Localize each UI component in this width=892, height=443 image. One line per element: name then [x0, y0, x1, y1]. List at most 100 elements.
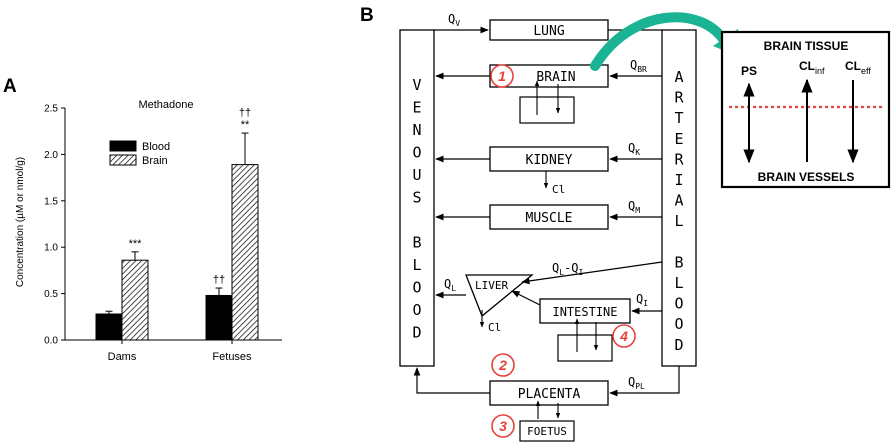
svg-text:3: 3: [499, 418, 507, 434]
placenta-label: PLACENTA: [518, 387, 581, 402]
arterial-label-letter: O: [674, 315, 683, 333]
panel-a-letter: A: [3, 76, 17, 97]
venous-label-letter: S: [412, 189, 421, 207]
arterial-label-letter: A: [674, 68, 683, 86]
ps-label: PS: [741, 64, 757, 78]
intestine-label: INTESTINE: [552, 305, 617, 319]
foetus-box: [519, 420, 575, 442]
placenta-inflow-arrow: [609, 366, 680, 397]
venous-label-letter: O: [412, 279, 421, 297]
liver-label: LIVER: [475, 279, 508, 292]
cl-inf-label: CLinf: [799, 59, 825, 76]
y-tick-label: 1.5: [44, 196, 58, 207]
x-tick-label: Dams: [108, 351, 137, 363]
svg-text:2: 2: [498, 357, 507, 373]
flow-qbr: QBR: [630, 58, 647, 74]
venous-label-letter: N: [412, 121, 421, 139]
brain-label: BRAIN: [536, 70, 575, 85]
placenta-box: [489, 380, 609, 406]
brain-inset-box: [720, 30, 891, 189]
legend-swatch-blood: [109, 140, 137, 152]
kidney-label: KIDNEY: [526, 153, 573, 168]
flow-qi: QI: [636, 292, 648, 308]
placenta-outflow-arrow: [413, 367, 490, 394]
flow-ql-qi: QL-QI: [552, 261, 584, 277]
significance-annotation: ***: [129, 238, 143, 250]
marker-1: 1: [490, 64, 514, 88]
venous-label-letter: O: [412, 144, 421, 162]
flow-qpl: QPL: [628, 375, 645, 391]
significance-annotation: **: [241, 119, 250, 131]
arterial-label-letter: A: [674, 192, 683, 210]
svg-text:1: 1: [498, 68, 506, 84]
bar-brain-dams: [121, 259, 149, 341]
y-tick-label: 2.5: [44, 104, 58, 115]
cl-eff-label: CLeff: [845, 59, 871, 76]
legend-swatch-brain: [109, 154, 137, 166]
intestine-sub-compartment: [557, 334, 613, 362]
brain-vessels-label: BRAIN VESSELS: [758, 170, 855, 184]
venous-label-letter: U: [412, 166, 421, 184]
significance-annotation: ††: [213, 274, 225, 286]
lung-label: LUNG: [533, 24, 564, 39]
legend-label-brain: Brain: [142, 155, 168, 167]
venous-label-letter: E: [412, 99, 421, 117]
marker-2: 2: [491, 353, 515, 377]
liver-clearance-label: Cl: [488, 321, 501, 334]
brain-sub-compartment: [519, 96, 575, 124]
y-tick-label: 1.0: [44, 243, 58, 254]
intestine-box: [539, 298, 631, 324]
marker-3: 3: [491, 414, 515, 438]
venous-label-letter: L: [412, 256, 421, 274]
brain-tissue-label: BRAIN TISSUE: [764, 39, 849, 53]
arterial-label-letter: L: [674, 212, 683, 230]
zoom-arrow: [590, 12, 730, 71]
flow-qk: QK: [628, 141, 640, 157]
portal-vein-arrow: [511, 290, 541, 306]
arterial-label-letter: R: [674, 150, 684, 168]
arterial-label-letter: I: [674, 171, 683, 189]
y-tick-label: 2.0: [44, 150, 58, 161]
significance-annotation: ††: [239, 107, 251, 119]
chart-bars: ***††**††: [95, 107, 259, 341]
venous-label-letter: B: [412, 234, 421, 252]
kidney-box: [489, 146, 609, 172]
y-tick-label: 0.5: [44, 289, 58, 300]
arterial-label-letter: D: [674, 336, 683, 354]
flow-ql: QL: [444, 277, 456, 293]
muscle-label: MUSCLE: [526, 211, 573, 226]
venous-label-letter: V: [412, 76, 421, 94]
panel-b-letter: B: [360, 5, 374, 26]
y-tick-label: 0.0: [44, 336, 58, 347]
venous-label-letter: O: [412, 301, 421, 319]
bar-blood-fetuses: [205, 294, 233, 341]
marker-4: 4: [612, 324, 636, 348]
foetus-label: FOETUS: [527, 425, 567, 438]
flow-qv: QV: [448, 12, 460, 28]
arterial-label-letter: T: [674, 109, 683, 127]
y-axis-label: Concentration (µM or nmol/g): [15, 157, 26, 287]
panel-a: A Methadone Concentration (µM or nmol/g)…: [3, 76, 282, 363]
arterial-label-letter: L: [674, 274, 683, 292]
arterial-label-letter: E: [674, 130, 683, 148]
bar-brain-fetuses: [231, 164, 259, 341]
arterial-label-letter: R: [674, 89, 684, 107]
svg-text:4: 4: [619, 328, 628, 344]
arterial-label-letter: B: [674, 253, 683, 271]
liver-triangle: [465, 274, 534, 318]
venous-blood-column: [399, 29, 435, 367]
legend-label-blood: Blood: [142, 141, 170, 153]
bar-blood-dams: [95, 313, 123, 341]
x-tick-label: Fetuses: [212, 351, 252, 363]
venous-label-letter: D: [412, 324, 421, 342]
chart-title: Methadone: [138, 99, 193, 111]
kidney-clearance-label: Cl: [552, 183, 565, 196]
arterial-label-letter: O: [674, 295, 683, 313]
